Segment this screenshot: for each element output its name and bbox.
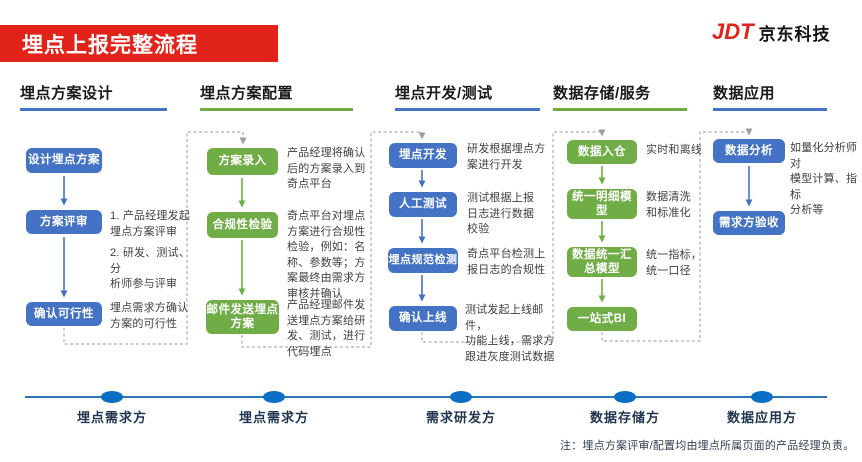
column-header-dev-test: 埋点开发/测试 — [395, 82, 540, 111]
timeline-label-storage-side: 数据存储方 — [589, 410, 660, 425]
step-confirm-feasibility: 确认可行性 — [26, 302, 102, 326]
header-underline — [713, 108, 827, 111]
step-spec-detection: 埋点规范检测 — [388, 248, 458, 273]
timeline-dot — [614, 391, 636, 403]
jdt-logo-icon: JDT — [712, 19, 754, 44]
title-banner: 埋点上报完整流程 — [0, 25, 278, 62]
jd-tech-logo: JDT 京东科技 — [712, 19, 831, 45]
step-manual-test: 人工测试 — [389, 192, 457, 217]
step-unified-detail-model: 统一明细模 型 — [567, 189, 637, 219]
column-title: 埋点方案配置 — [200, 85, 294, 102]
timeline-dot — [101, 391, 123, 403]
column-header-data-application: 数据应用 — [713, 82, 827, 111]
column-title: 埋点开发/测试 — [395, 85, 493, 102]
column-title: 数据应用 — [713, 85, 776, 102]
step-desc: 奇点平台对埋点 方案进行合规性 检验，例如：名 称、参数等；方 案最终由需求方 … — [287, 210, 366, 301]
footnote: 注：埋点方案评审/配置均由埋点所属页面的产品经理负责。 — [560, 440, 855, 452]
step-compliance-check: 合规性检验 — [207, 212, 278, 238]
step-plan-entry: 方案录入 — [207, 148, 278, 175]
step-desc: 数据清洗 和标准化 — [646, 191, 691, 219]
header-underline — [20, 108, 167, 111]
header-underline — [395, 108, 540, 111]
logo-company-name: 京东科技 — [758, 24, 831, 44]
step-desc: 测试根据上报 日志进行数据 校验 — [467, 192, 535, 236]
timeline-label-application-side: 数据应用方 — [726, 410, 797, 425]
step-desc: 实时和离线 — [646, 144, 702, 156]
column-title: 数据存储/服务 — [553, 85, 651, 102]
step-confirm-launch: 确认上线 — [389, 306, 457, 331]
step-desc: 埋点需求方确认 方案的可行性 — [110, 302, 189, 330]
step-unified-summary-model: 数据统一汇 总模型 — [567, 247, 637, 277]
timeline-label-demand-side-2: 埋点需求方 — [238, 410, 309, 425]
step-acceptance: 需求方验收 — [713, 211, 785, 235]
column-header-plan-config: 埋点方案配置 — [200, 82, 353, 111]
step-desc: 研发根据埋点方 案进行开发 — [467, 143, 546, 171]
step-desc: 产品经理邮件发 送埋点方案给研 发、测试，进行 代码埋点 — [287, 299, 366, 358]
step-data-warehouse: 数据入仓 — [567, 140, 637, 164]
column-header-storage-service: 数据存储/服务 — [553, 82, 687, 111]
header-underline — [553, 108, 687, 111]
timeline-label-demand-side-1: 埋点需求方 — [76, 410, 147, 425]
step-desc: 1. 产品经理发起 埋点方案评审 — [110, 210, 191, 238]
step-desc: 奇点平台检测上 报日志的合规性 — [467, 248, 546, 276]
column-header-plan-design: 埋点方案设计 — [20, 82, 167, 111]
step-desc: 统一指标， 统一口径 — [646, 249, 702, 277]
page-title: 埋点上报完整流程 — [22, 33, 198, 57]
timeline-line — [25, 396, 827, 398]
timeline-dot — [263, 391, 285, 403]
step-email-plan: 邮件发送埋点 方案 — [206, 300, 279, 334]
timeline-dot — [450, 391, 472, 403]
step-tracking-dev: 埋点开发 — [389, 143, 457, 168]
column-title: 埋点方案设计 — [20, 85, 114, 102]
step-data-analysis: 数据分析 — [713, 139, 785, 163]
timeline-dot — [751, 391, 773, 403]
timeline-label-dev-side: 需求研发方 — [425, 410, 496, 425]
step-desc: 2. 研发、测试、分 析师参与评审 — [110, 247, 191, 291]
step-plan-review: 方案评审 — [26, 210, 102, 234]
step-desc: 测试发起上线邮件， 功能上线，需求方 跟进灰度测试数据 — [465, 304, 555, 363]
step-design-plan: 设计埋点方案 — [26, 148, 102, 173]
step-one-stop-bi: 一站式BI — [567, 307, 637, 331]
step-desc: 产品经理将确认 后的方案录入到 奇点平台 — [287, 147, 366, 191]
step-desc: 如量化分析师对 模型计算、指标 分析等 — [790, 142, 858, 217]
header-underline — [200, 108, 353, 111]
